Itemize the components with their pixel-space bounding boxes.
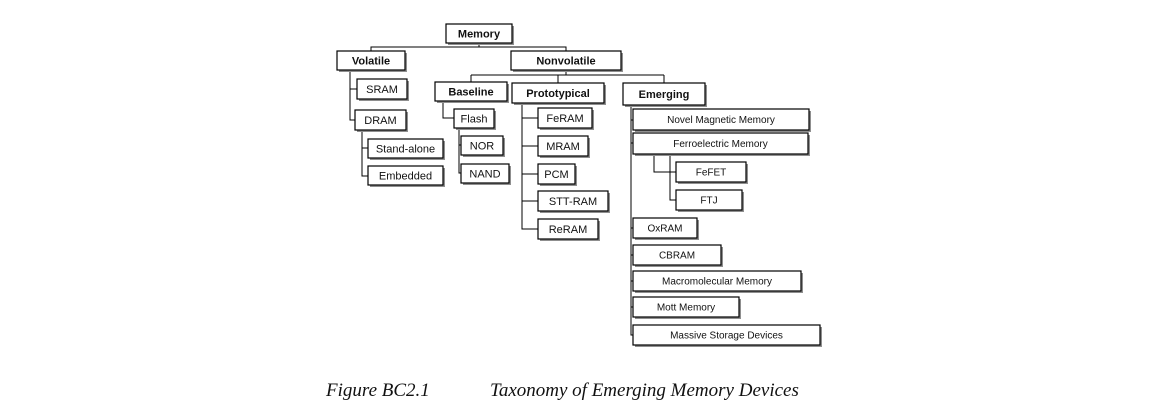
- connector-line: [653, 154, 676, 173]
- node-box: [537, 163, 576, 185]
- node-box: [460, 163, 510, 184]
- node-box: [367, 165, 444, 186]
- node-box: [453, 108, 495, 129]
- caption-label: Figure BC2.1: [326, 380, 430, 401]
- node-nand: NAND: [460, 163, 511, 185]
- node-volatile: Volatile: [336, 50, 407, 72]
- node-label: Nonvolatile: [536, 55, 595, 67]
- node-pcm: PCM: [537, 163, 577, 186]
- node-label: DRAM: [364, 115, 396, 127]
- node-macromolecular: Macromolecular Memory: [632, 270, 803, 293]
- node-box: [632, 132, 809, 155]
- node-label: FeRAM: [546, 113, 583, 125]
- node-sram: SRAM: [356, 78, 409, 101]
- node-label: OxRAM: [648, 224, 683, 235]
- node-novel-magnetic: Novel Magnetic Memory: [632, 108, 811, 132]
- node-box: [336, 50, 406, 71]
- node-mram: MRAM: [537, 135, 590, 158]
- node-mott: Mott Memory: [632, 296, 741, 319]
- node-box: [537, 135, 589, 157]
- node-box: [632, 244, 722, 266]
- node-box: [632, 270, 802, 292]
- node-box: [537, 107, 593, 129]
- node-label: FeFET: [696, 168, 727, 179]
- node-label: FTJ: [700, 196, 717, 207]
- node-label: Volatile: [352, 55, 390, 67]
- node-box: [356, 78, 408, 100]
- node-oxram: OxRAM: [632, 217, 699, 240]
- connector-line: [442, 101, 454, 119]
- node-box: [460, 135, 504, 156]
- node-flash: Flash: [453, 108, 496, 130]
- node-box: [434, 81, 508, 102]
- node-label: Novel Magnetic Memory: [667, 115, 775, 126]
- node-reram: ReRAM: [537, 218, 600, 241]
- node-label: MRAM: [546, 141, 580, 153]
- connector-line: [669, 154, 676, 201]
- node-box: [675, 189, 743, 211]
- node-box: [632, 296, 740, 318]
- node-box: [632, 108, 810, 131]
- node-massive-storage: Massive Storage Devices: [632, 324, 822, 347]
- node-ftj: FTJ: [675, 189, 744, 212]
- node-ferroelectric: Ferroelectric Memory: [632, 132, 810, 156]
- node-label: PCM: [544, 169, 568, 181]
- node-label: STT-RAM: [549, 196, 597, 208]
- node-box: [354, 109, 407, 131]
- node-label: Memory: [458, 28, 501, 40]
- node-nor: NOR: [460, 135, 505, 157]
- node-box: [510, 50, 622, 71]
- node-box: [537, 218, 599, 240]
- connector-line: [521, 103, 538, 230]
- node-baseline: Baseline: [434, 81, 509, 103]
- connector-line: [630, 105, 633, 336]
- node-label: Prototypical: [526, 88, 590, 100]
- node-emerging: Emerging: [622, 82, 707, 107]
- node-memory: Memory: [445, 23, 514, 45]
- node-label: NOR: [470, 140, 495, 152]
- node-label: Mott Memory: [657, 303, 715, 314]
- node-cbram: CBRAM: [632, 244, 723, 267]
- node-label: Massive Storage Devices: [670, 331, 783, 342]
- node-box: [367, 138, 444, 159]
- node-label: Flash: [461, 113, 488, 125]
- node-label: Ferroelectric Memory: [673, 139, 767, 150]
- node-stand-alone: Stand-alone: [367, 138, 445, 160]
- node-nonvolatile: Nonvolatile: [510, 50, 623, 72]
- node-box: [675, 161, 747, 183]
- node-box: [511, 82, 605, 104]
- node-stt-ram: STT-RAM: [537, 190, 610, 213]
- node-label: ReRAM: [549, 224, 588, 236]
- node-box: [445, 23, 513, 44]
- caption-title: Taxonomy of Emerging Memory Devices: [490, 380, 799, 401]
- node-prototypical: Prototypical: [511, 82, 606, 105]
- node-fefet: FeFET: [675, 161, 748, 184]
- node-label: Macromolecular Memory: [662, 277, 772, 288]
- node-label: Baseline: [448, 86, 493, 98]
- node-box: [537, 190, 609, 212]
- connector-line: [479, 46, 567, 51]
- node-label: Embedded: [379, 170, 432, 182]
- node-embedded: Embedded: [367, 165, 445, 187]
- node-dram: DRAM: [354, 109, 408, 132]
- node-box: [632, 217, 698, 239]
- node-label: NAND: [469, 168, 500, 180]
- node-box: [622, 82, 706, 106]
- figure-caption: Figure BC2.1 Taxonomy of Emerging Memory…: [0, 380, 1156, 408]
- node-label: CBRAM: [659, 251, 695, 262]
- node-label: Stand-alone: [376, 143, 435, 155]
- node-label: SRAM: [366, 84, 398, 96]
- connector-line: [361, 130, 368, 177]
- node-label: Emerging: [639, 89, 690, 101]
- node-feram: FeRAM: [537, 107, 594, 130]
- node-box: [632, 324, 821, 346]
- connector-line: [349, 70, 355, 121]
- connector-line: [458, 128, 461, 174]
